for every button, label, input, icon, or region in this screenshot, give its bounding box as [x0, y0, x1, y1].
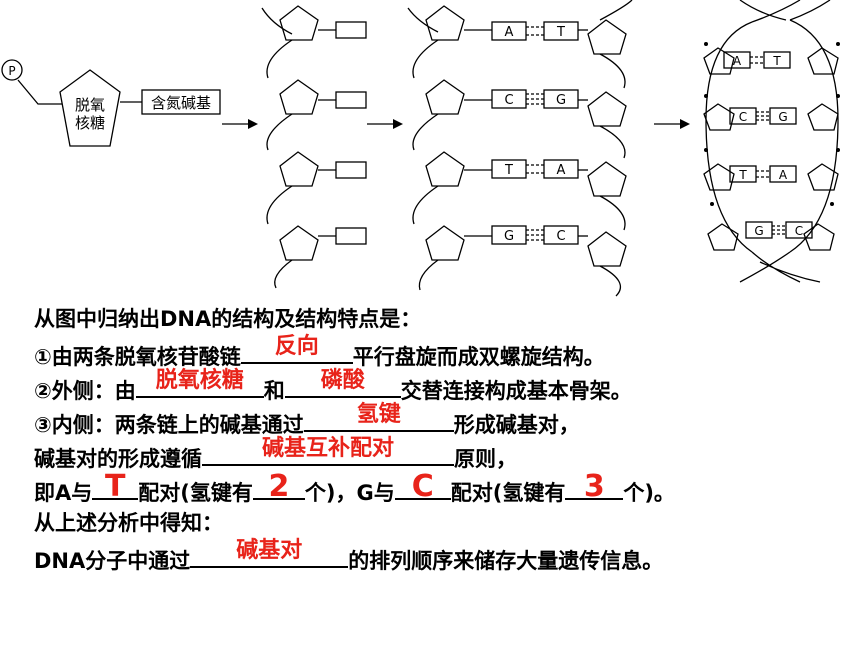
- conclusion-intro: 从上述分析中得知：: [34, 511, 223, 535]
- blank-phosphate: 磷酸: [284, 368, 401, 398]
- line-1: ①由两条脱氧核苷酸链 反向 平行盘旋而成双螺旋结构。: [34, 334, 605, 370]
- arrow-icon: [680, 119, 690, 129]
- line-1-prefix: ①由两条脱氧核苷酸链: [34, 345, 241, 369]
- line-2-prefix: ②外侧：由: [34, 379, 136, 403]
- double-helix: [703, 0, 839, 283]
- line-5-part-c: 个)，G与: [304, 481, 395, 505]
- answer-complementary-pairing: 碱基互补配对: [261, 436, 394, 461]
- line-6: 从上述分析中得知：: [34, 506, 223, 540]
- answer-phosphate: 磷酸: [320, 368, 365, 393]
- line-7: DNA分子中通过 碱基对 的排列顺序来储存大量遗传信息。: [34, 538, 664, 574]
- answer-at-bonds: 2: [268, 469, 290, 504]
- pair-3-left: T: [504, 163, 513, 178]
- double-strand: [407, 0, 633, 297]
- heading: 从图中归纳出DNA的结构及结构特点是：: [34, 307, 422, 331]
- line-3: ③内侧：两条链上的碱基通过 氢键 形成碱基对，: [34, 402, 580, 438]
- helix-pair-1-left: A: [733, 54, 742, 68]
- pair-3-right: A: [557, 163, 566, 178]
- line-5: 即A与 T 配对(氢键有 2 个)，G与 C 配对(氢键有 3 个)。: [34, 472, 675, 506]
- answer-a-partner: T: [105, 469, 126, 504]
- line-5-part-b: 配对(氢键有: [138, 481, 253, 505]
- answer-antiparallel: 反向: [274, 334, 319, 359]
- answer-g-partner: C: [411, 469, 434, 504]
- helix-pair-2-right: G: [778, 110, 787, 124]
- phosphate-label: P: [8, 64, 15, 78]
- pair-2-right: G: [556, 93, 566, 108]
- blank-complementary-pairing: 碱基互补配对: [202, 436, 454, 466]
- single-strand: [261, 5, 367, 289]
- line-4-prefix: 碱基对的形成遵循: [34, 447, 202, 471]
- blank-hydrogen-bond: 氢键: [303, 402, 454, 432]
- phosphate-circle: [1, 59, 23, 81]
- base-label: 含氮碱基: [151, 94, 211, 112]
- base-box: [141, 89, 221, 115]
- line-7-prefix: DNA分子中通过: [34, 549, 191, 573]
- helix-pair-3-right: A: [779, 168, 788, 182]
- blank-a-partner: T: [92, 469, 139, 504]
- heading-line: 从图中归纳出DNA的结构及结构特点是：: [34, 302, 421, 336]
- line-3-prefix: ③内侧：两条链上的碱基通过: [34, 413, 304, 437]
- blank-deoxyribose: 脱氧核糖: [135, 368, 264, 398]
- line-5-part-a: 即A与: [34, 481, 93, 505]
- pair-4-left: G: [504, 229, 514, 244]
- sugar-label-line2: 核糖: [75, 114, 105, 132]
- sugar-label-line1: 脱氧: [75, 96, 105, 114]
- pair-1-left: A: [505, 25, 514, 40]
- helix-pair-1-right: T: [772, 54, 781, 68]
- blank-base-pairs: 碱基对: [190, 538, 349, 568]
- arrow-icon: [248, 119, 258, 129]
- line-1-suffix: 平行盘旋而成双螺旋结构。: [352, 345, 605, 369]
- line-2: ②外侧：由脱氧核糖和 磷酸 交替连接构成基本骨架。: [34, 368, 632, 404]
- line-2-suffix: 交替连接构成基本骨架。: [400, 379, 632, 403]
- line-4-suffix: 原则，: [454, 447, 517, 471]
- pair-4-right: C: [556, 229, 565, 244]
- dna-structure-diagram: P 脱氧 核糖 含氮碱基: [1, 0, 840, 297]
- line-4: 碱基对的形成遵循 碱基互补配对 原则，: [34, 436, 517, 472]
- line-3-suffix: 形成碱基对，: [453, 413, 580, 437]
- answer-hydrogen-bond: 氢键: [356, 402, 401, 427]
- blank-gc-bonds: 3: [565, 469, 624, 504]
- deoxyribose-pentagon: [59, 69, 121, 147]
- answer-base-pairs: 碱基对: [236, 538, 303, 563]
- answer-gc-bonds: 3: [583, 469, 605, 504]
- answer-deoxyribose: 脱氧核糖: [155, 368, 244, 393]
- line-2-mid: 和: [263, 379, 285, 403]
- line-7-suffix: 的排列顺序来储存大量遗传信息。: [348, 549, 664, 573]
- blank-antiparallel: 反向: [240, 334, 353, 364]
- blank-at-bonds: 2: [252, 469, 305, 504]
- helix-pair-2-left: C: [739, 110, 747, 124]
- arrow-icon: [393, 119, 403, 129]
- pair-2-left: C: [504, 93, 513, 108]
- line-5-part-e: 个)。: [623, 481, 675, 505]
- helix-pair-4-right: C: [795, 224, 803, 238]
- helix-pair-3-left: T: [738, 168, 747, 182]
- pair-1-right: T: [556, 25, 565, 40]
- line-5-part-d: 配对(氢键有: [450, 481, 566, 505]
- helix-pair-4-left: G: [754, 224, 763, 238]
- blank-g-partner: C: [394, 469, 451, 504]
